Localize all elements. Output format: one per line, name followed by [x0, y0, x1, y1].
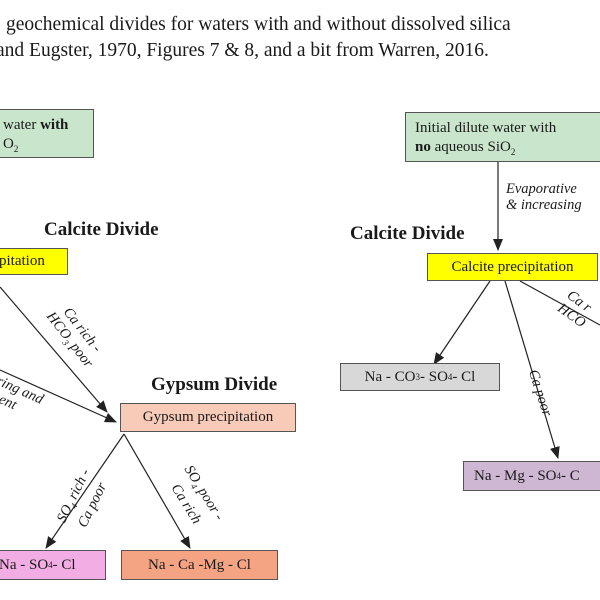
- left-calcite-box-label: pitation: [0, 253, 45, 269]
- na-ca-mg-cl-box: Na - Ca -Mg - Cl: [121, 550, 278, 580]
- start-box-sio2: O: [3, 136, 14, 152]
- na-so4-sub: 4: [48, 559, 53, 570]
- gypsum-divide-heading: Gypsum Divide: [151, 374, 278, 395]
- gypsum-precipitation-box: Gypsum precipitation: [120, 403, 296, 432]
- na-so4-a: Na - SO: [0, 556, 49, 573]
- start-box-text: water: [3, 117, 41, 133]
- figure-title: geochemical divides for waters with and …: [0, 12, 600, 64]
- evap-line1: Evaporative: [506, 181, 577, 197]
- arrow-gypsum-to-na-so4: [45, 433, 125, 549]
- right-start-line1: Initial dilute water with: [415, 120, 557, 136]
- title-line-1: geochemical divides for waters with and …: [6, 14, 511, 35]
- right-calcite-box-label: Calcite precipitation: [451, 258, 574, 275]
- title-line-2: and Eugster, 1970, Figures 7 & 8, and a …: [0, 40, 489, 61]
- na-mg-b: - C: [561, 467, 580, 484]
- right-start-line2: aqueous SiO: [430, 139, 511, 155]
- arrow-calcite-to-na-co3: [433, 280, 491, 365]
- evap-line2: & increasing: [506, 197, 582, 213]
- left-calcite-divide-heading: Calcite Divide: [44, 219, 159, 240]
- label-evaporative-increasing: Evaporative & increasing: [506, 181, 600, 213]
- right-start-sub: 2: [510, 147, 516, 157]
- right-calcite-precipitation-box: Calcite precipitation: [427, 253, 598, 281]
- na-co3-b: - SO: [419, 368, 448, 385]
- gypsum-box-label: Gypsum precipitation: [142, 409, 274, 425]
- left-calcite-precipitation-box: pitation: [0, 248, 68, 275]
- na-mg-sub: 4: [556, 470, 562, 481]
- na-mg-a: Na - Mg - SO: [474, 467, 557, 484]
- start-box-bold: with: [40, 117, 69, 133]
- arrow-gypsum-to-na-ca-mg: [123, 433, 191, 549]
- na-co3-sub2: 4: [447, 371, 453, 382]
- right-start-bold: no: [415, 139, 431, 155]
- right-calcite-divide-heading: Calcite Divide: [350, 223, 465, 244]
- na-co3-a: Na - CO: [364, 368, 416, 385]
- na-so4-b: - Cl: [52, 556, 76, 573]
- na-co3-c: - Cl: [452, 368, 476, 385]
- na-ca-mg-label: Na - Ca -Mg - Cl: [148, 556, 251, 573]
- arrow-calcite-right-offpage: [519, 280, 600, 326]
- arrow-calcite-to-gypsum: [0, 286, 108, 413]
- start-box-no-silica: Initial dilute water with no aqueous SiO…: [405, 112, 600, 162]
- na-co3-sub1: 3: [415, 371, 420, 382]
- start-box-with-silica: water with O2: [0, 109, 94, 158]
- start-box-sub: 2: [13, 144, 19, 154]
- arrow-buffering-to-gypsum: [0, 369, 117, 423]
- arrow-calcite-to-na-mg: [504, 280, 560, 459]
